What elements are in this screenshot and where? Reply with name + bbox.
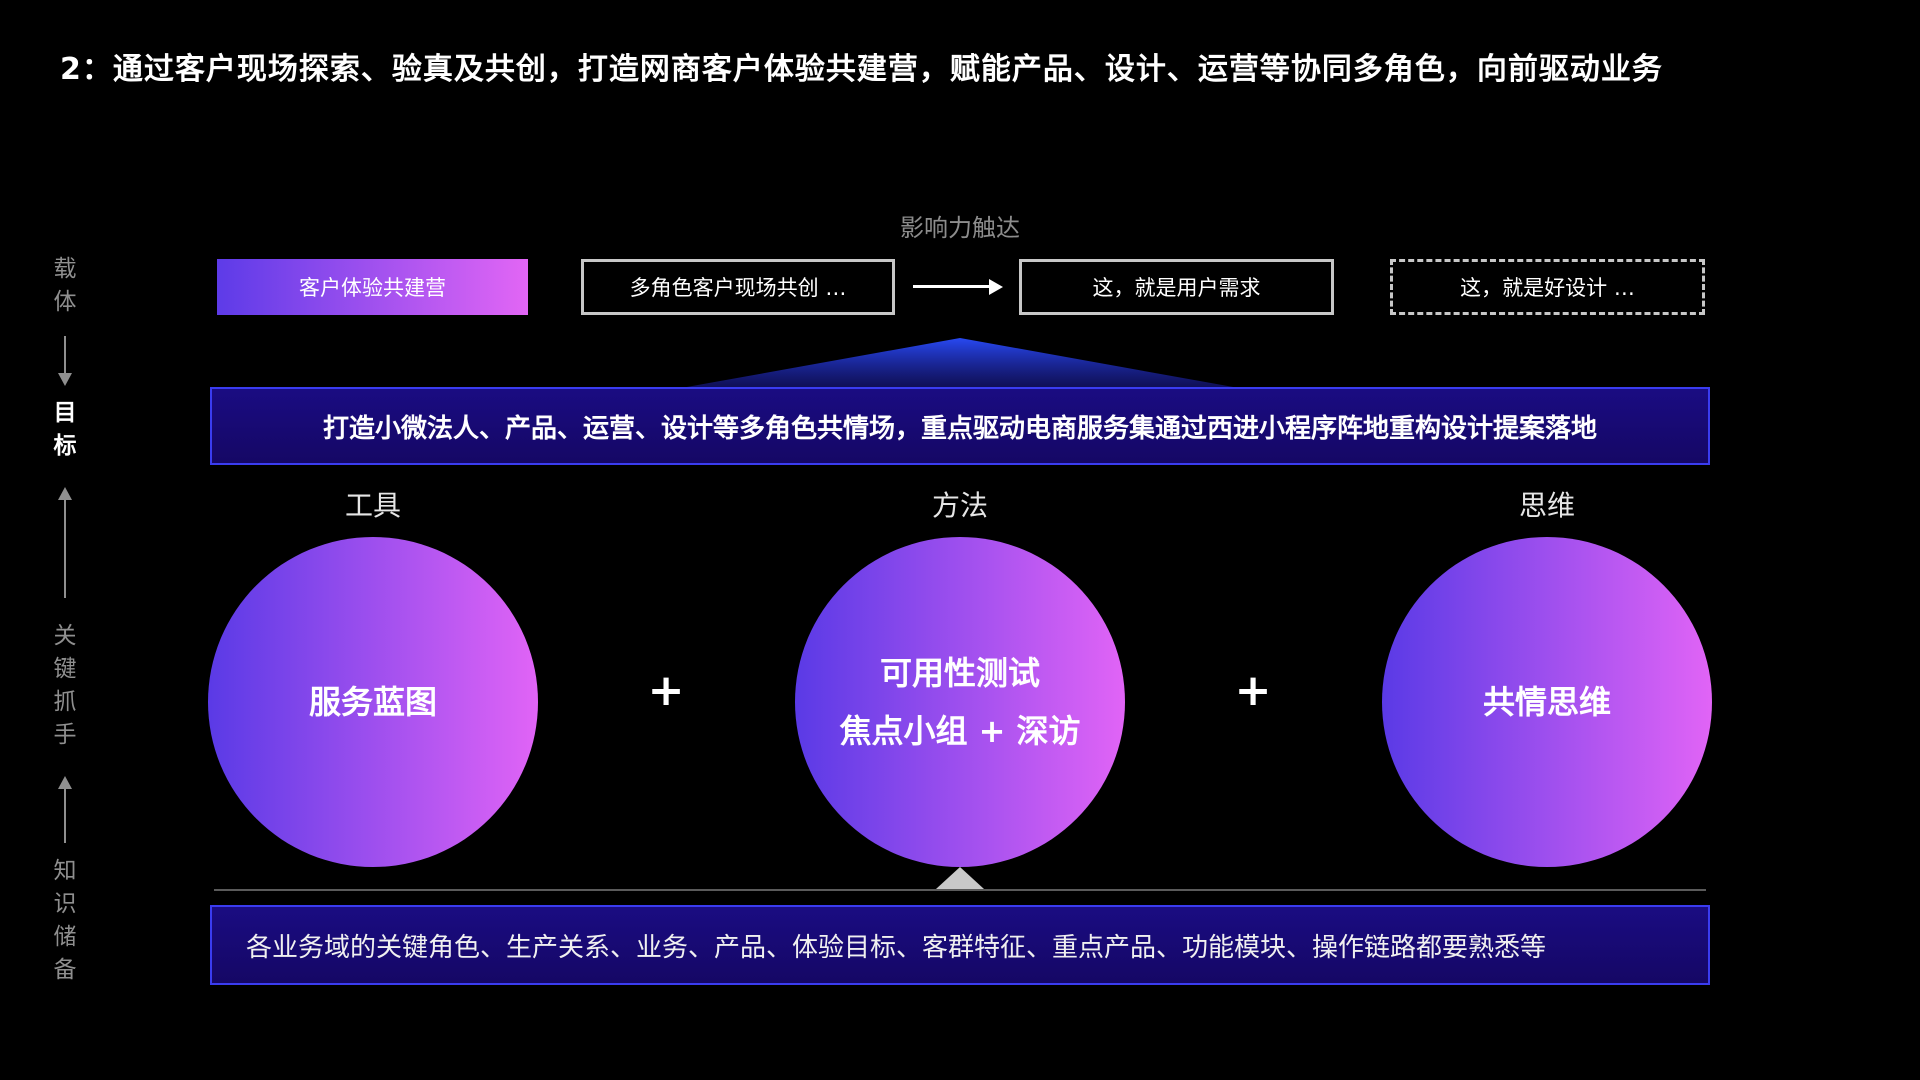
circle-text: 可用性测试 — [879, 654, 1040, 692]
pillar-label-tools: 工具 — [344, 489, 401, 522]
circle-empathy-thinking: 共情思维 — [1382, 537, 1712, 867]
side-line — [64, 336, 66, 376]
side-char: 体 — [53, 289, 77, 315]
side-char: 识 — [53, 891, 77, 917]
cocreation-box: 多角色客户现场共创 … — [581, 259, 895, 315]
circle-text: 服务蓝图 — [308, 683, 437, 721]
circle-text: 共情思维 — [1482, 683, 1611, 721]
side-char: 知 — [53, 858, 77, 884]
arrow-down-icon — [58, 373, 72, 386]
glow-triangle — [670, 338, 1250, 390]
side-char: 关 — [53, 623, 77, 649]
side-line — [64, 498, 66, 598]
divider — [214, 889, 1706, 891]
circle-usability-testing: 可用性测试 焦点小组 + 深访 — [795, 537, 1125, 867]
side-label-knowledge: 知 识 储 备 — [48, 855, 82, 987]
good-design-box: 这，就是好设计 … — [1390, 259, 1705, 315]
goal-bar: 打造小微法人、产品、运营、设计等多角色共情场，重点驱动电商服务集通过西进小程序阵… — [210, 387, 1710, 465]
page-title: 2：通过客户现场探索、验真及共创，打造网商客户体验共建营，赋能产品、设计、运营等… — [60, 52, 1663, 87]
right-arrow-icon — [913, 285, 997, 288]
side-char: 抓 — [53, 689, 77, 715]
pillar-label-mindset: 思维 — [1518, 489, 1575, 522]
knowledge-bar: 各业务域的关键角色、生产关系、业务、产品、体验目标、客群特征、重点产品、功能模块… — [210, 905, 1710, 985]
impact-label: 影响力触达 — [900, 214, 1020, 242]
user-needs-box: 这，就是用户需求 — [1019, 259, 1334, 315]
arrow-up-icon — [58, 776, 72, 789]
side-label-carrier: 载 体 — [48, 253, 82, 319]
arrow-head-icon — [989, 279, 1003, 295]
side-line — [64, 787, 66, 843]
plus-icon: + — [1234, 665, 1272, 716]
pillar-label-methods: 方法 — [931, 489, 988, 522]
side-label-key: 关 键 抓 手 — [48, 620, 82, 752]
arrow-up-icon — [58, 487, 72, 500]
side-char: 目 — [53, 400, 77, 426]
side-char: 载 — [53, 256, 77, 282]
circle-service-blueprint: 服务蓝图 — [208, 537, 538, 867]
circle-text: 焦点小组 + 深访 — [839, 712, 1081, 750]
side-label-goal: 目 标 — [48, 397, 82, 463]
plus-icon: + — [647, 665, 685, 716]
triangle-up-icon — [936, 867, 984, 889]
carrier-box: 客户体验共建营 — [217, 259, 528, 315]
side-char: 键 — [53, 656, 77, 682]
side-char: 备 — [53, 957, 77, 983]
side-char: 手 — [53, 722, 77, 748]
side-char: 标 — [53, 433, 77, 459]
side-char: 储 — [53, 924, 77, 950]
